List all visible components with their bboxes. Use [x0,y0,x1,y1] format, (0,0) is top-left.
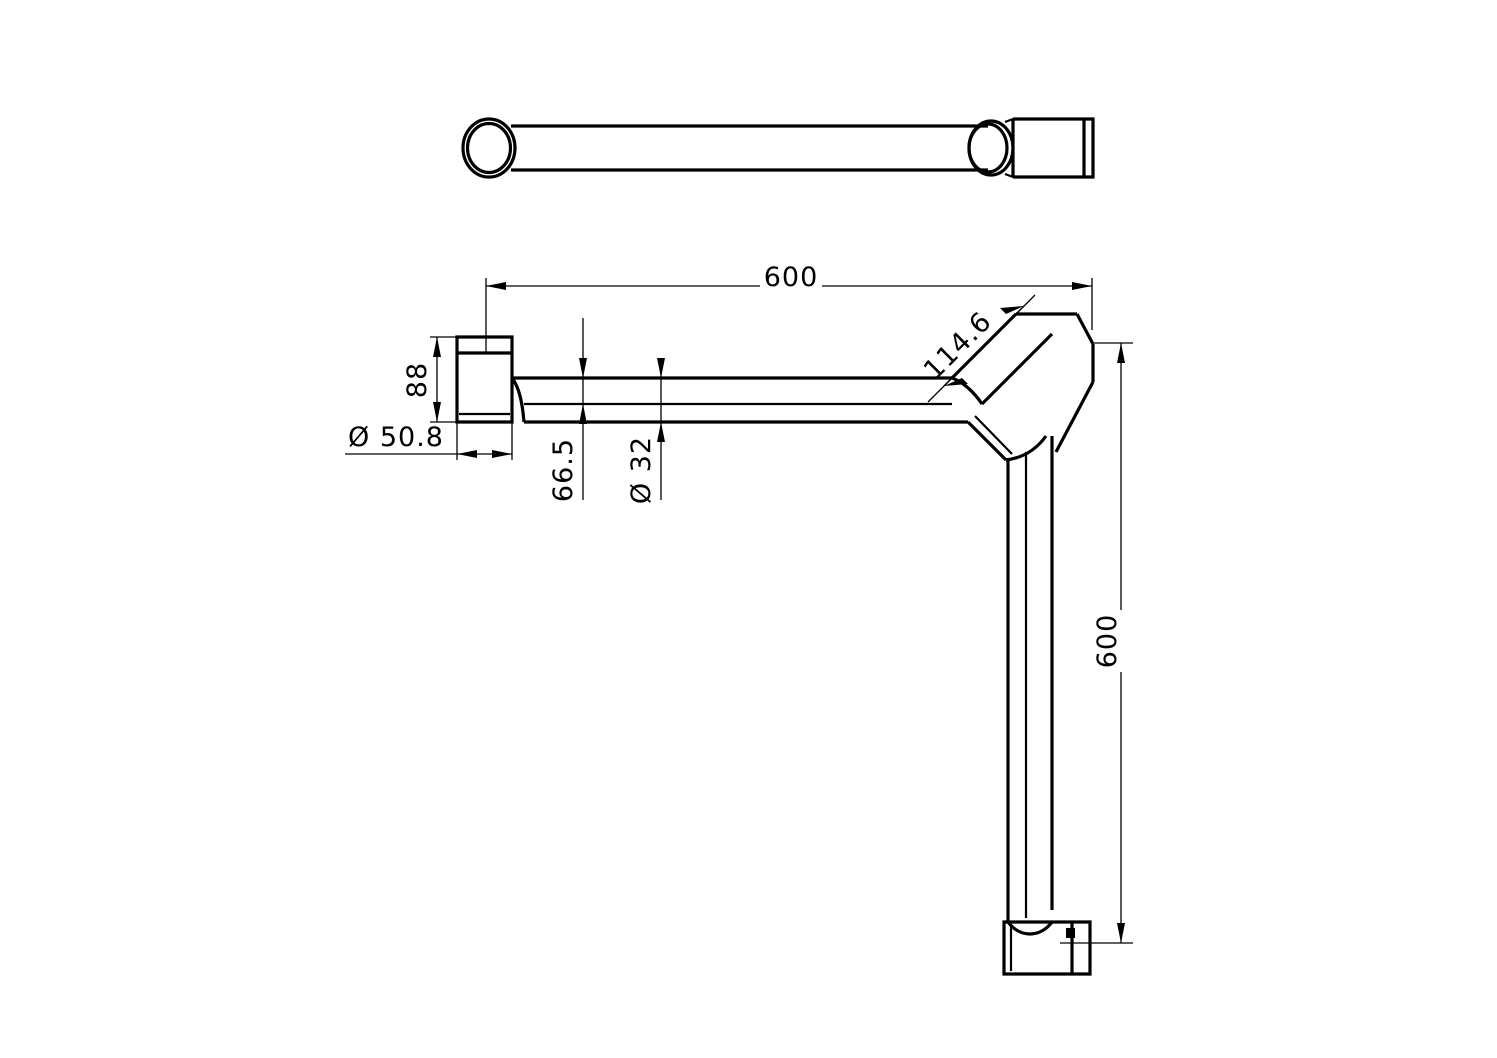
front-view-elbow-lower-right-slope [1054,381,1095,453]
dim-600v-text-backdrop [1098,610,1126,672]
dimension-66-5: 66.5 [512,318,600,502]
dimension-88: 88 [402,336,457,423]
dim-508-label: Ø 50.8 [348,422,444,453]
dim-508-arrow-right [492,450,512,458]
dim-600v-label: 600 [1092,614,1123,669]
front-view-elbow-lower-left-bevel [966,420,1008,462]
top-view-flange-bottom-link [1004,172,1014,179]
dim-665-label: 66.5 [548,438,579,502]
top-view-flange-top-link [1004,117,1014,124]
dim-600h-arrow-right [1072,282,1092,290]
front-view-vertical-flange-fillet [1006,920,1054,936]
dim-665-arrow-bottom [579,404,587,424]
dim-32-arrow-top [657,358,665,378]
dim-600h-label: 600 [764,262,819,293]
dim-600h-text-backdrop [760,262,822,290]
front-view [455,312,1095,976]
dimension-600-horizontal: 600 [485,262,1093,352]
front-view-elbow-lower-left-bevel-inner [974,415,1013,455]
dim-600v-arrow-top [1117,343,1125,363]
dim-600h-arrow-left [486,282,506,290]
top-view-right-cap-inner-ellipse [967,122,1009,174]
dim-88-label: 88 [402,362,433,398]
dim-600v-arrow-bottom [1117,923,1125,943]
dim-88-arrow-top [433,337,441,357]
dimension-114-6: 114.6 [918,294,1036,403]
dim-665-arrow-top [579,358,587,378]
dimension-diameter-32: Ø 32 [524,358,700,504]
front-view-bottom-flange-detail-mark [1066,928,1075,938]
top-view-flange-body [1013,117,1095,179]
dim-1146-arrow-upper [1000,306,1024,314]
dim-32-arrow-bottom [657,422,665,442]
front-view-left-flange-outline [455,335,514,424]
top-view-left-cap-outer-ellipse [461,117,517,179]
dim-32-label: Ø 32 [626,436,657,504]
dim-88-arrow-bottom [433,402,441,422]
dim-508-arrow-left [457,450,477,458]
dim-1146-line [943,305,1025,387]
front-view-elbow-miter-seam [980,332,1054,406]
front-view-bottom-flange-outline [1002,920,1092,976]
dimension-600-vertical: 600 [1060,342,1133,944]
front-view-elbow-top-right-chamfer [1075,313,1095,345]
top-view [461,117,1095,179]
dimension-diameter-50-8: Ø 50.8 [345,422,513,460]
front-view-flange-tube-fillet [510,377,526,423]
dim-1146-arrow-lower [944,378,968,386]
front-view-elbow-inner-fillet-bottom [1005,435,1048,462]
front-view-elbow-inner-fillet-top [951,376,984,405]
top-view-left-cap-inner-ellipse [465,121,513,175]
